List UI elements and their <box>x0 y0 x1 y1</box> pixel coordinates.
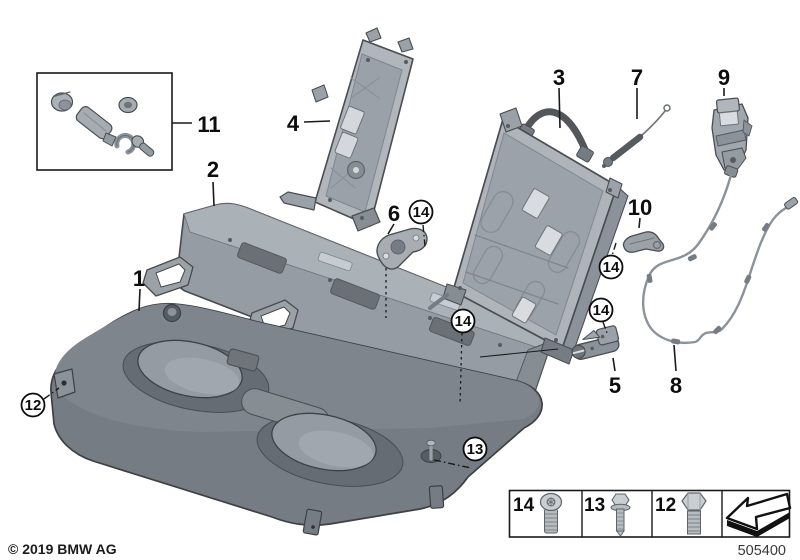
callout-14-circled-c[interactable]: 14 <box>588 297 614 323</box>
part-9-lock-drawing <box>711 97 753 171</box>
callout-14-circled-b[interactable]: 14 <box>598 254 624 280</box>
callout-7[interactable]: 7 <box>631 65 643 90</box>
callout-2[interactable]: 2 <box>207 157 219 182</box>
callout-8[interactable]: 8 <box>670 373 682 398</box>
callouts: 1 2 3 4 5 6 7 8 9 10 11 12 13 14 14 14 <box>20 65 730 462</box>
callout-14-label: 14 <box>593 302 610 319</box>
callout-5[interactable]: 5 <box>609 373 621 398</box>
callout-11[interactable]: 11 <box>197 112 220 137</box>
legend-cell-12: 12 <box>655 492 707 535</box>
direction-arrow-icon <box>725 492 792 537</box>
part-7-cable-drawing <box>602 104 671 168</box>
part-10-bracket-drawing <box>622 231 665 253</box>
hex-flange-screw-icon <box>610 493 631 537</box>
part-1-seat-pan-drawing <box>50 302 543 536</box>
callout-12-label: 12 <box>25 397 42 414</box>
fastener-legend: 14 13 12 <box>508 489 792 538</box>
leader-lines <box>43 87 725 469</box>
legend-label-12: 12 <box>655 495 676 516</box>
callout-13-label: 13 <box>467 441 484 458</box>
torx-pan-head-screw-icon <box>539 492 563 534</box>
diagram-number: 505400 <box>738 543 786 559</box>
copyright-text: © 2019 BMW AG <box>8 541 117 557</box>
screw-13-in-place <box>420 439 442 463</box>
callout-6[interactable]: 6 <box>388 201 400 226</box>
part-11-detail-box <box>36 72 173 171</box>
hex-bolt-icon <box>681 492 707 535</box>
legend-label-13: 13 <box>584 495 605 516</box>
callout-14-label: 14 <box>455 313 472 330</box>
callout-9[interactable]: 9 <box>718 65 730 90</box>
callout-10[interactable]: 10 <box>628 195 652 220</box>
callout-12-circled[interactable]: 12 <box>20 392 46 418</box>
legend-cell-13: 13 <box>584 493 631 537</box>
part-3-backrest-frame-drawing <box>428 107 629 365</box>
callout-14-label: 14 <box>603 259 620 276</box>
callout-4[interactable]: 4 <box>287 111 300 136</box>
callout-14-circled-a[interactable]: 14 <box>408 199 434 225</box>
callout-14-label: 14 <box>413 204 430 221</box>
legend-cell-14: 14 <box>513 492 563 534</box>
callout-14-circled-d[interactable]: 14 <box>450 308 476 334</box>
part-6-bracket-drawing <box>376 227 428 270</box>
legend-label-14: 14 <box>513 495 535 516</box>
bushing-set-drawing <box>50 91 155 157</box>
part-8-bowden-cable-drawing <box>641 165 799 345</box>
part-4-backrest-frame-drawing <box>279 27 414 232</box>
backrest-handle <box>521 108 590 156</box>
callout-1[interactable]: 1 <box>133 266 145 291</box>
part-5-latch-drawing <box>571 325 620 360</box>
callout-13-circled[interactable]: 13 <box>462 436 488 462</box>
callout-3[interactable]: 3 <box>553 65 565 90</box>
